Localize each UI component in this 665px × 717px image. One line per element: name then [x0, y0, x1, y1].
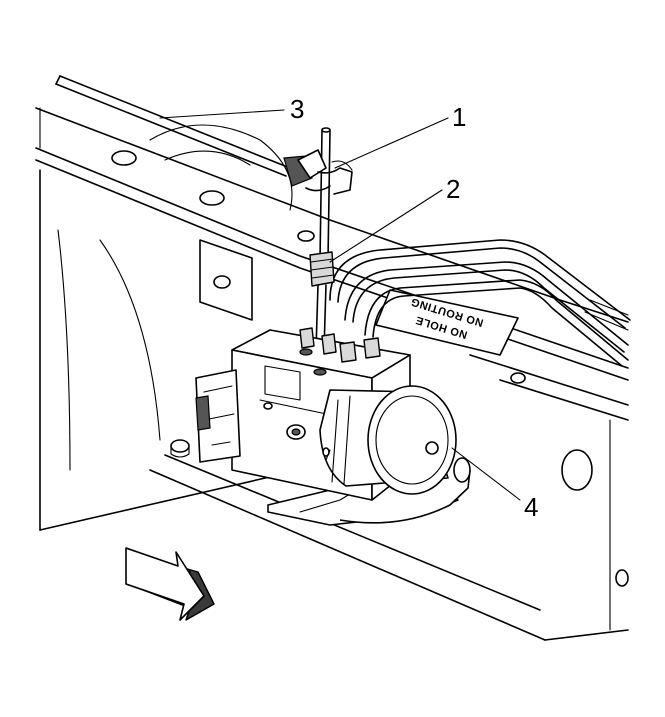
brake-lines: [329, 239, 631, 367]
callout-1: 1: [452, 102, 466, 132]
forward-direction-arrow-icon: [125, 547, 215, 621]
leader-4: [451, 447, 521, 501]
leader-2: [329, 189, 443, 263]
callout-leaders: [159, 109, 521, 501]
callout-2: 2: [446, 174, 460, 204]
vertical-brake-pipe: [309, 127, 335, 351]
frame-structure: [35, 107, 629, 641]
leader-1: [334, 117, 449, 169]
leader-3: [159, 109, 285, 119]
frame-stamp-label: NO HOLE NO ROUTING: [375, 289, 519, 356]
wiring-harness: [55, 75, 353, 195]
callout-3: 3: [290, 94, 304, 124]
abs-modulator-assembly: [195, 327, 471, 526]
callout-4: 4: [524, 492, 538, 522]
